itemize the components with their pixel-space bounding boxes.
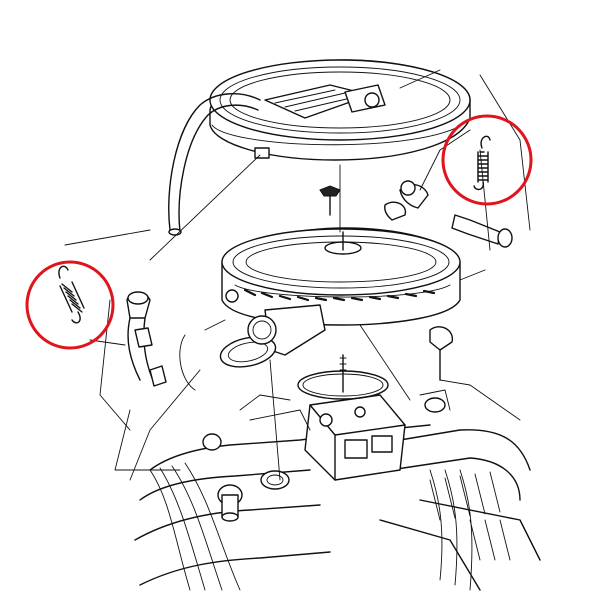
breather-hoses: [126, 92, 513, 387]
highlight-circle-left: [25, 260, 115, 350]
engine-block: [134, 389, 541, 591]
return-spring-right: [473, 135, 491, 191]
highlight-circle-right: [441, 114, 533, 206]
assembly-lines: [64, 74, 531, 481]
air-cleaner-lid: [209, 59, 471, 161]
gasket-ring: [297, 354, 389, 400]
air-cleaner-housing: [219, 227, 461, 368]
return-spring-left: [58, 265, 85, 324]
